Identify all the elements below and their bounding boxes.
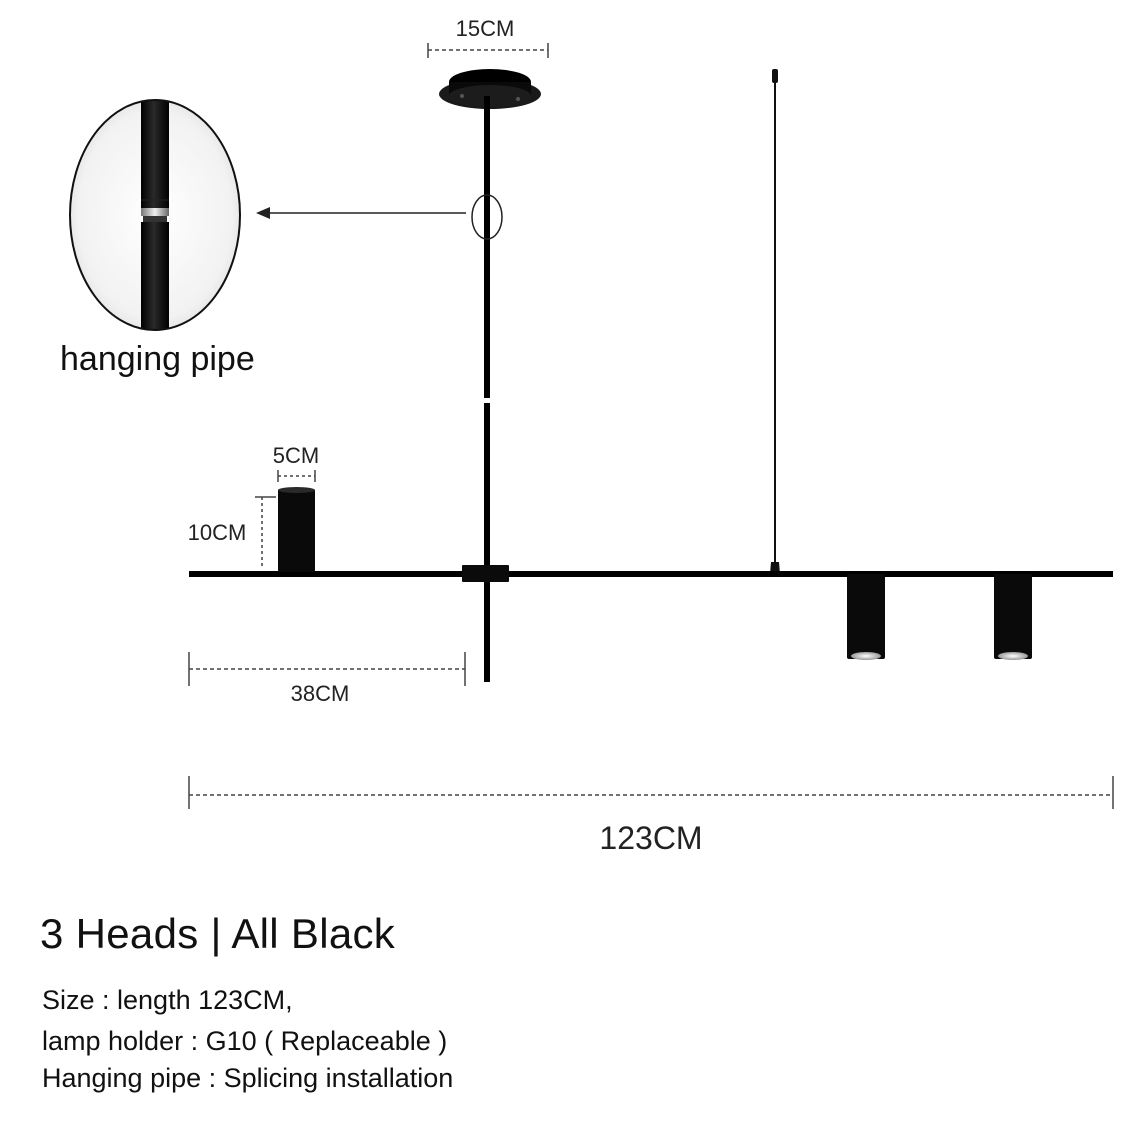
product-title: 3 Heads | All Black [40, 910, 396, 957]
spec-lamp-holder: lamp holder : G10 ( Replaceable ) [42, 1026, 448, 1056]
ceiling-canopy [439, 69, 541, 109]
head-height-label: 10CM [188, 520, 247, 545]
lamp-dimension-diagram: 15CM [69, 16, 1114, 856]
hanging-pipe-detail [69, 99, 241, 331]
spec-hanging-pipe: Hanging pipe : Splicing installation [42, 1063, 454, 1093]
downward-lamp-head-1 [847, 574, 885, 660]
spec-size: Size : length 123CM, [42, 985, 293, 1015]
total-length-label: 123CM [599, 820, 702, 856]
arm-length-label: 38CM [291, 681, 350, 706]
canopy-width-label: 15CM [456, 16, 515, 41]
canopy-width-dimension: 15CM [427, 16, 549, 58]
downward-lamp-head-2 [994, 574, 1032, 660]
total-length-dimension: 123CM [188, 776, 1114, 856]
head-height-dimension: 10CM [188, 496, 276, 566]
main-hanging-pipe [484, 96, 490, 682]
upward-lamp-head [278, 487, 315, 572]
horizontal-light-bar [189, 565, 1113, 582]
suspension-cable [770, 69, 780, 574]
detail-label: hanging pipe [60, 340, 255, 378]
head-width-dimension: 5CM [273, 443, 319, 482]
head-width-label: 5CM [273, 443, 319, 468]
arm-length-dimension: 38CM [188, 652, 466, 706]
splice-callout [256, 194, 503, 240]
